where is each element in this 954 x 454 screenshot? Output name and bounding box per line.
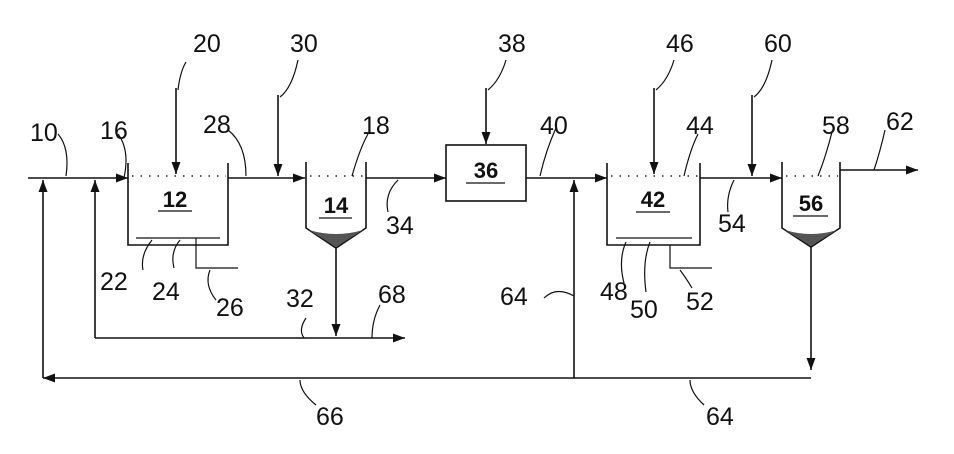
label-60: 60 bbox=[764, 30, 792, 58]
label-22: 22 bbox=[100, 268, 128, 296]
label-46: 46 bbox=[666, 30, 694, 58]
label-62: 62 bbox=[886, 108, 914, 136]
label-24: 24 bbox=[152, 278, 180, 306]
tank-12: 12 bbox=[127, 163, 238, 269]
main-flow-line bbox=[28, 165, 918, 183]
label-18: 18 bbox=[362, 112, 390, 140]
tank-42-label: 42 bbox=[641, 187, 665, 212]
reference-numerals: 10 16 20 28 30 18 38 40 46 44 60 58 62 2… bbox=[30, 30, 914, 431]
clarifier-14-label: 14 bbox=[324, 193, 349, 218]
input-lines bbox=[171, 88, 757, 176]
outlet-52 bbox=[669, 245, 712, 269]
label-54: 54 bbox=[718, 210, 746, 238]
leader-lines bbox=[57, 59, 886, 406]
label-16: 16 bbox=[100, 117, 128, 145]
clarifier-56: 56 bbox=[781, 162, 841, 370]
sludge-56 bbox=[785, 230, 837, 246]
label-52: 52 bbox=[686, 288, 714, 316]
label-20: 20 bbox=[193, 30, 221, 58]
label-34: 34 bbox=[386, 212, 414, 240]
label-48: 48 bbox=[600, 278, 628, 306]
sludge-14 bbox=[309, 230, 363, 247]
clarifier-14: 14 bbox=[305, 162, 367, 336]
label-40: 40 bbox=[540, 112, 568, 140]
unit-36-label: 36 bbox=[474, 158, 498, 183]
label-50: 50 bbox=[630, 296, 658, 324]
label-26: 26 bbox=[216, 294, 244, 322]
clarifier-56-label: 56 bbox=[799, 191, 823, 216]
label-64-lower: 64 bbox=[706, 403, 734, 431]
label-44: 44 bbox=[686, 112, 714, 140]
label-30: 30 bbox=[290, 30, 318, 58]
recycle-lines bbox=[38, 180, 811, 383]
label-32: 32 bbox=[286, 285, 314, 313]
label-68: 68 bbox=[378, 281, 406, 309]
tank-42: 42 bbox=[606, 163, 712, 269]
label-66: 66 bbox=[316, 403, 344, 431]
label-28: 28 bbox=[203, 111, 231, 139]
label-38: 38 bbox=[498, 30, 526, 58]
outlet-26 bbox=[195, 238, 238, 269]
unit-36: 36 bbox=[445, 144, 527, 202]
tank-12-label: 12 bbox=[163, 187, 187, 212]
label-10: 10 bbox=[30, 119, 58, 147]
label-58: 58 bbox=[822, 112, 850, 140]
label-64-upper: 64 bbox=[500, 283, 528, 311]
